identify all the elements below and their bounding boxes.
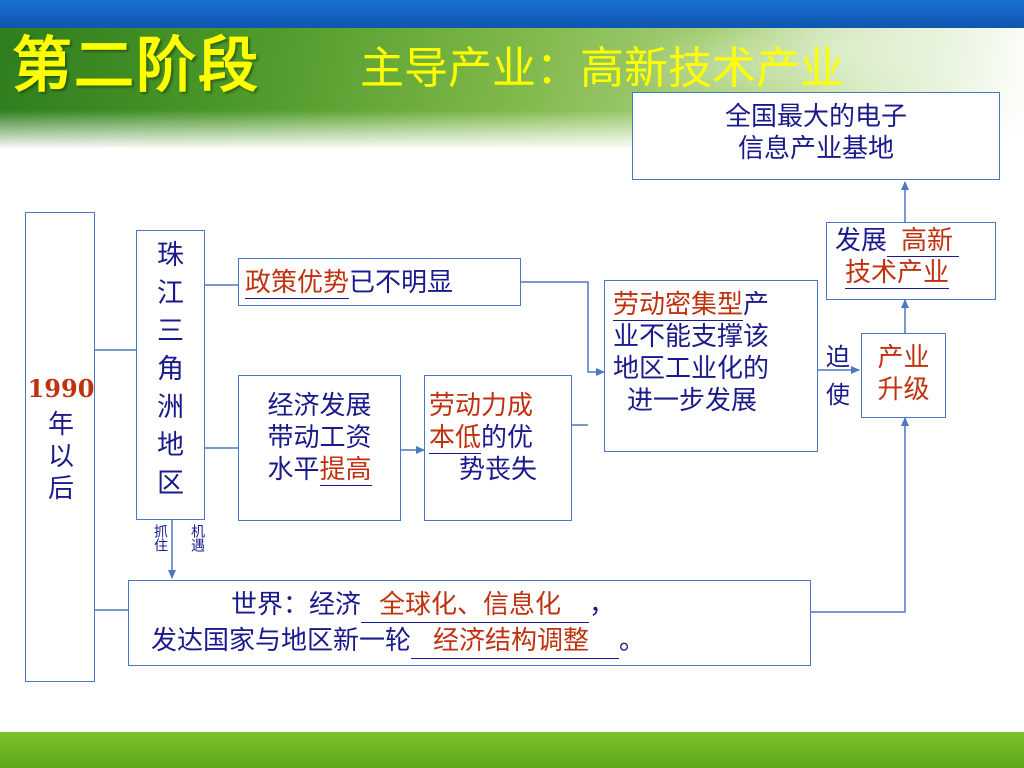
world-answer-2: 经济结构调整: [411, 624, 620, 659]
upgrade-line-1: 产业: [877, 343, 930, 373]
grasp-label-col1: 抓住: [152, 524, 168, 552]
world-line-2-prefix: 发达国家与地区新一轮: [151, 626, 412, 656]
bottom-bar: [0, 732, 1024, 768]
economy-line-3-prefix: 水平: [267, 455, 320, 485]
electronics-base-box: 全国最大的电子 信息产业基地: [632, 92, 1000, 180]
economy-line-1: 经济发展: [267, 391, 372, 421]
region-char: 三: [157, 316, 184, 347]
world-box: 世界：经济全球化、信息化， 发达国家与地区新一轮经济结构调整。: [128, 580, 811, 666]
labor-rest-line-2: 的优: [481, 423, 534, 453]
force-label-col2: 使: [826, 381, 850, 409]
labor-cost-box: 劳动力成 本低的优 势丧失: [424, 375, 572, 521]
economy-line-2: 带动工资: [267, 423, 372, 453]
region-char: 区: [157, 468, 184, 499]
arrow-world-upgrade: [811, 417, 909, 613]
policy-rest: 已不明显: [349, 268, 454, 298]
upgrade-box: 产业 升级: [861, 333, 946, 418]
upgrade-line-2: 升级: [877, 375, 930, 405]
world-answer-1: 全球化、信息化: [361, 588, 590, 623]
region-char: 地: [157, 430, 184, 461]
base-line-1: 全国最大的电子: [724, 102, 907, 132]
world-line-1-prefix: 世界：经济: [231, 590, 362, 620]
region-box: 珠 江 三 角 洲 地 区: [136, 230, 205, 520]
grasp-label-col2: 机遇: [189, 524, 205, 552]
intensive-line-4: 进一步发展: [627, 386, 758, 416]
economy-box: 经济发展 带动工资 水平提高: [238, 375, 401, 521]
top-bar: [0, 0, 1024, 28]
region-char: 角: [157, 354, 184, 385]
base-line-2: 信息产业基地: [737, 134, 894, 164]
year-char-1: 年: [47, 410, 74, 440]
intensive-line-3: 地区工业化的: [613, 354, 770, 384]
year-char-3: 后: [47, 474, 74, 504]
intensive-line-2: 业不能支撑该: [613, 322, 770, 352]
year-number: 1990: [27, 374, 95, 403]
labor-line-3: 势丧失: [459, 455, 538, 485]
labor-intensive-box: 劳动密集型产 业不能支撑该 地区工业化的 进一步发展: [604, 280, 818, 452]
develop-prefix: 发展: [835, 226, 888, 256]
world-line-1-suffix: ，: [589, 590, 616, 620]
world-line-2-suffix: 。: [619, 626, 646, 656]
year-char-2: 以: [47, 442, 74, 472]
develop-answer-line-1: 高新: [887, 226, 960, 257]
intensive-answer: 劳动密集型: [613, 290, 744, 321]
economy-answer: 提高: [319, 455, 372, 486]
develop-box: 发展高新 技术产业: [826, 222, 996, 300]
stage-subtitle: 主导产业：高新技术产业: [360, 43, 844, 94]
stage-title: 第二阶段: [12, 31, 260, 101]
region-char: 洲: [157, 392, 184, 423]
intensive-rest-line-1: 产: [743, 290, 770, 320]
policy-box: 政策优势已不明显: [238, 258, 521, 306]
arrow-policy-intensive: [521, 281, 605, 376]
labor-answer-line-2: 本低: [429, 423, 482, 454]
region-char: 江: [157, 278, 184, 309]
develop-answer-line-2: 技术产业: [845, 258, 950, 289]
labor-answer-line-1: 劳动力成: [429, 391, 534, 421]
policy-answer: 政策优势: [245, 268, 350, 299]
force-label-col1: 迫: [826, 343, 850, 371]
year-box: 1990 年 以 后: [25, 212, 95, 682]
region-char: 珠: [157, 240, 184, 271]
